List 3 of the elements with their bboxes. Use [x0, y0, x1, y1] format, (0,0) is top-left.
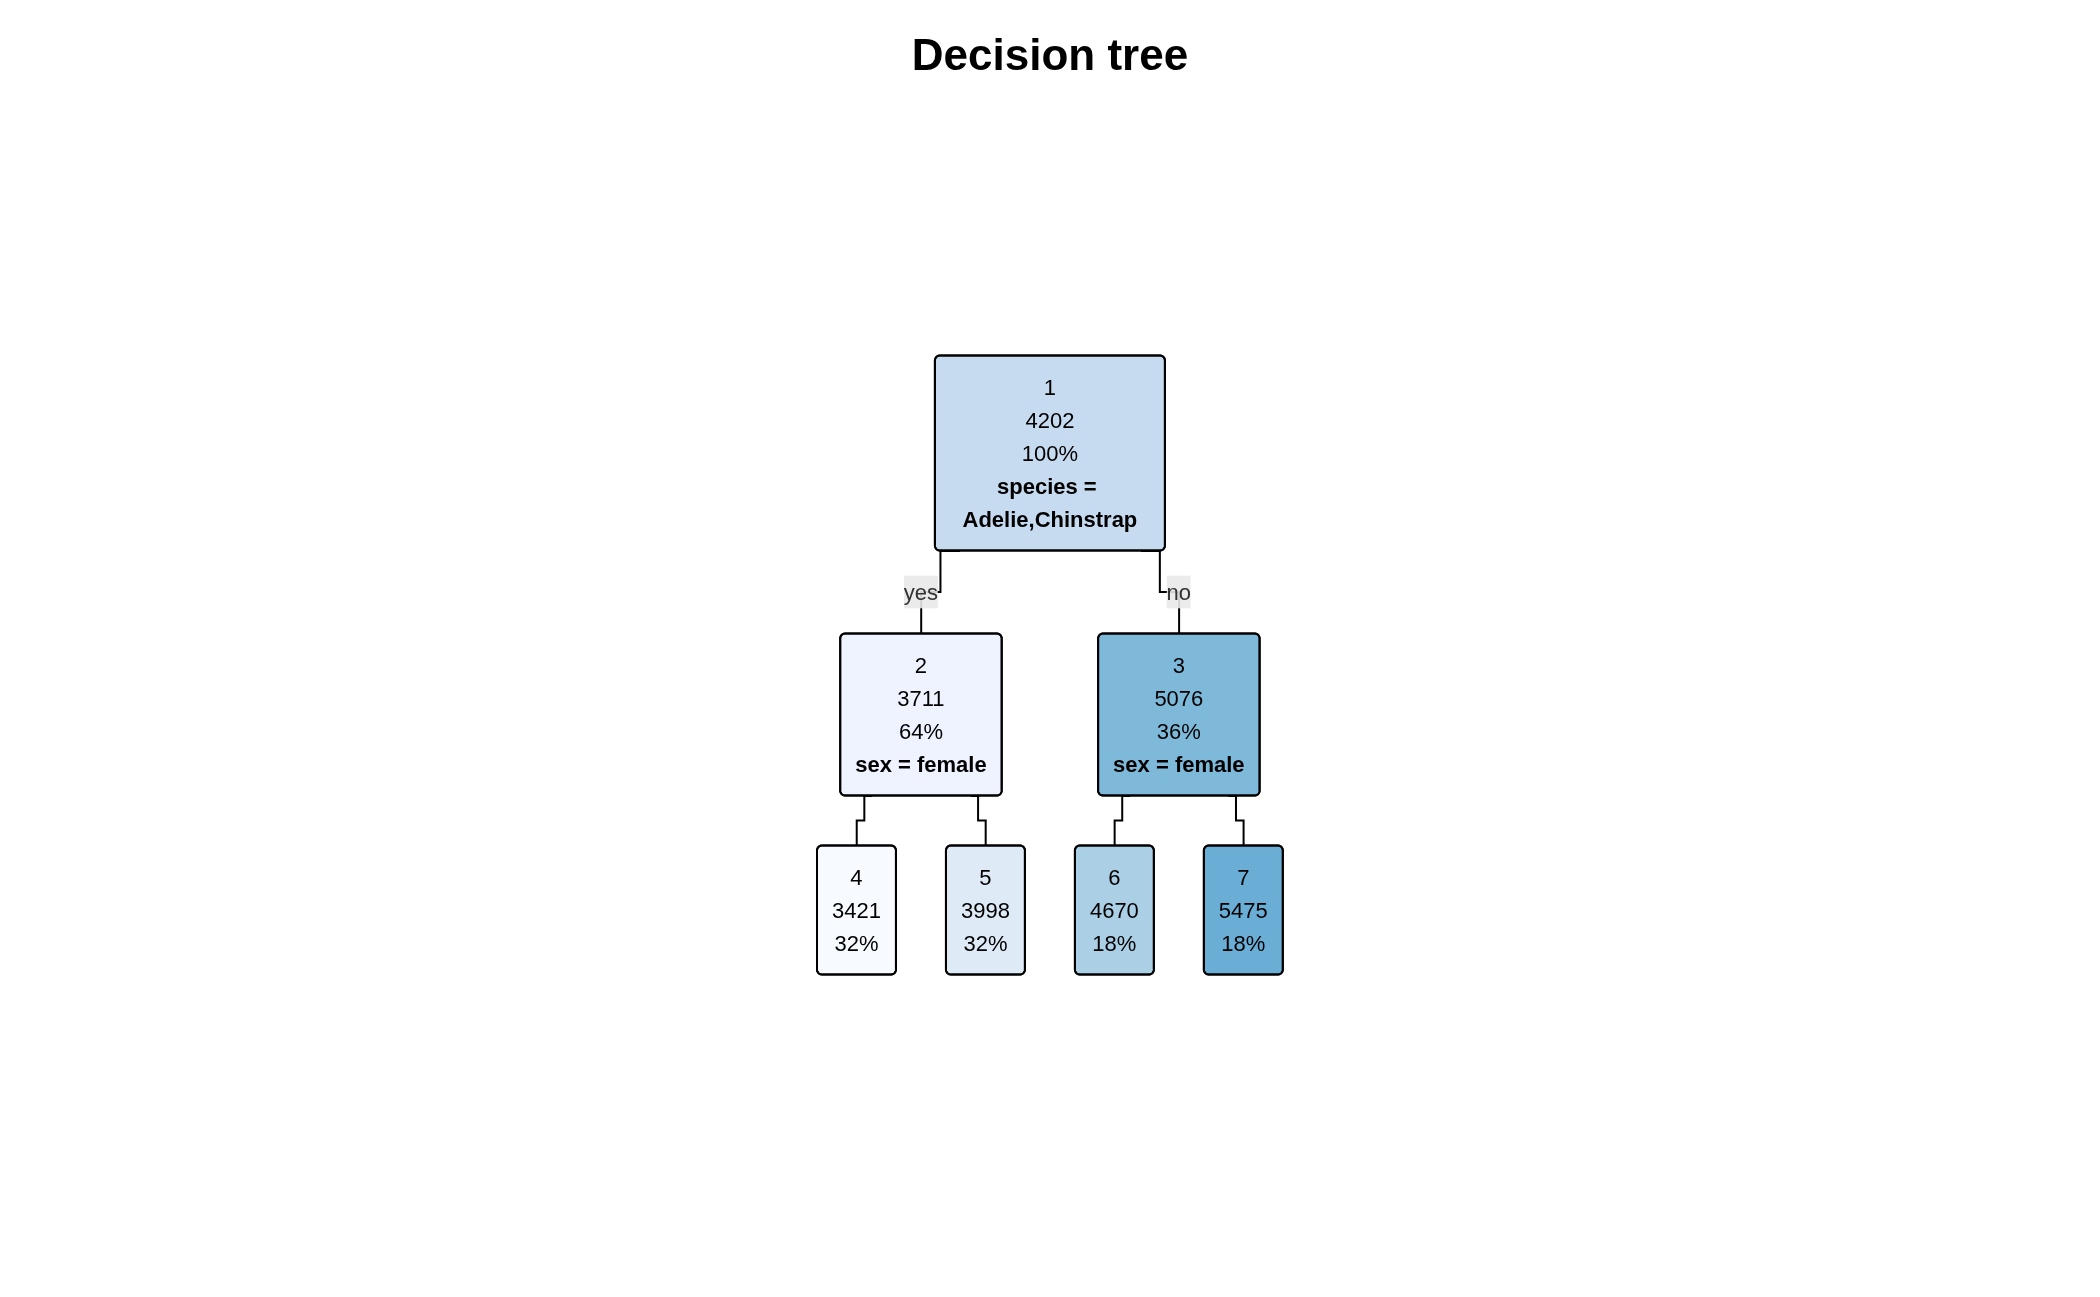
- edge-label: yes: [903, 579, 939, 605]
- edge-label: no: [1166, 579, 1192, 605]
- diagram-title: Decision tree: [910, 30, 1190, 80]
